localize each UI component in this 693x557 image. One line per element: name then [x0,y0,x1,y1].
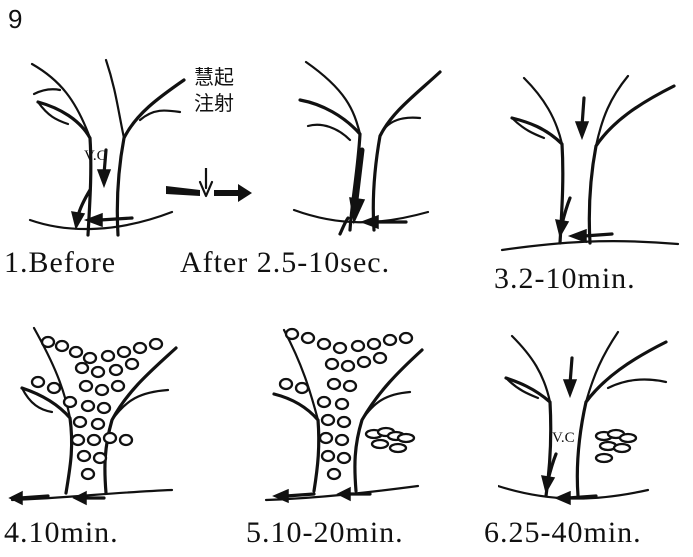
caption-panel-3: 3.2-10min. [494,262,636,296]
blood-cells [32,337,162,479]
caption-panel-4: 4.10min. [4,516,119,550]
caption-panel-1: 1.Before [4,246,116,280]
panel-6-drawing: V.C [498,318,683,513]
caption-panel-2: After 2.5-10sec. [180,246,390,280]
panel-5-drawing [262,316,442,511]
panel-2-drawing [288,50,458,245]
panel-4-drawing [8,308,188,513]
figure-number: 9 [8,4,22,35]
injection-label: 慧起注射 [194,64,234,116]
vessel-label-vc: V.C [552,430,575,446]
panel-1-before-drawing: V.C [20,50,190,245]
vessel-label-vc: V.C [84,148,107,164]
blood-cells [596,430,636,462]
caption-panel-6: 6.25-40min. [484,516,642,550]
panel-3-drawing [498,58,683,258]
injection-arrows [164,168,254,208]
caption-panel-5: 5.10-20min. [246,516,404,550]
